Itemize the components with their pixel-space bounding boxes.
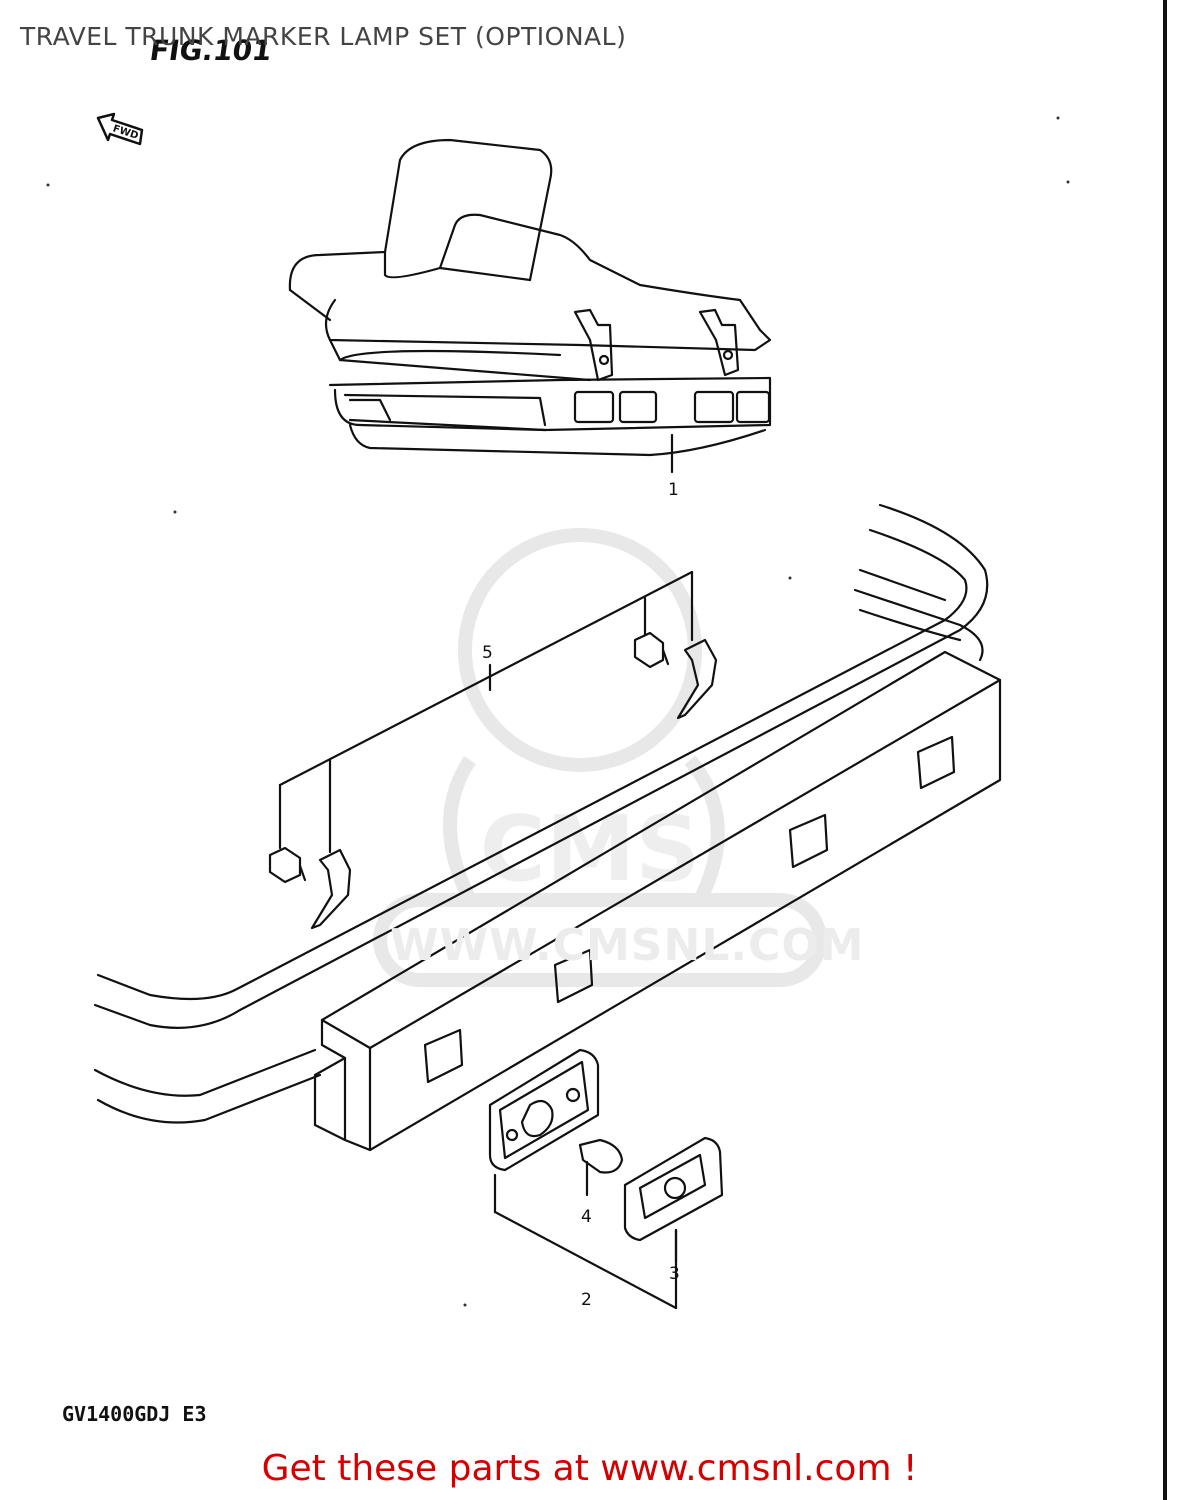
lamp-lens [623,1136,724,1242]
leader-lines-2-3 [493,1173,678,1310]
bracket-bolt-right [633,631,718,720]
footer-link-text[interactable]: Get these parts at www.cmsnl.com ! [261,1448,918,1489]
callout-5: 5 [482,643,493,663]
marker-lamp-bar [313,650,1002,1152]
page-title: TRAVEL TRUNK MARKER LAMP SET (OPTIONAL) [20,22,627,51]
watermark-logo-text: CMS [480,797,700,902]
lamp-housing [488,1048,600,1172]
watermark-text: WWW.CMSNL.COM [390,920,865,971]
bracket-bolt-left [268,846,352,930]
page-edge-bar [1163,0,1167,1500]
scan-specks [46,116,1070,1307]
callout-2: 2 [581,1290,592,1310]
watermark-logo [373,528,827,987]
bulb [578,1138,624,1197]
leader-line-5 [278,570,694,854]
callout-1: 1 [668,480,679,500]
model-code: GV1400GDJ E3 [62,1402,207,1426]
callout-3: 3 [669,1264,680,1284]
forward-arrow-icon: FWD [96,112,144,146]
callout-4: 4 [581,1207,592,1227]
travel-trunk [288,138,772,457]
rack-rail [93,503,989,1124]
